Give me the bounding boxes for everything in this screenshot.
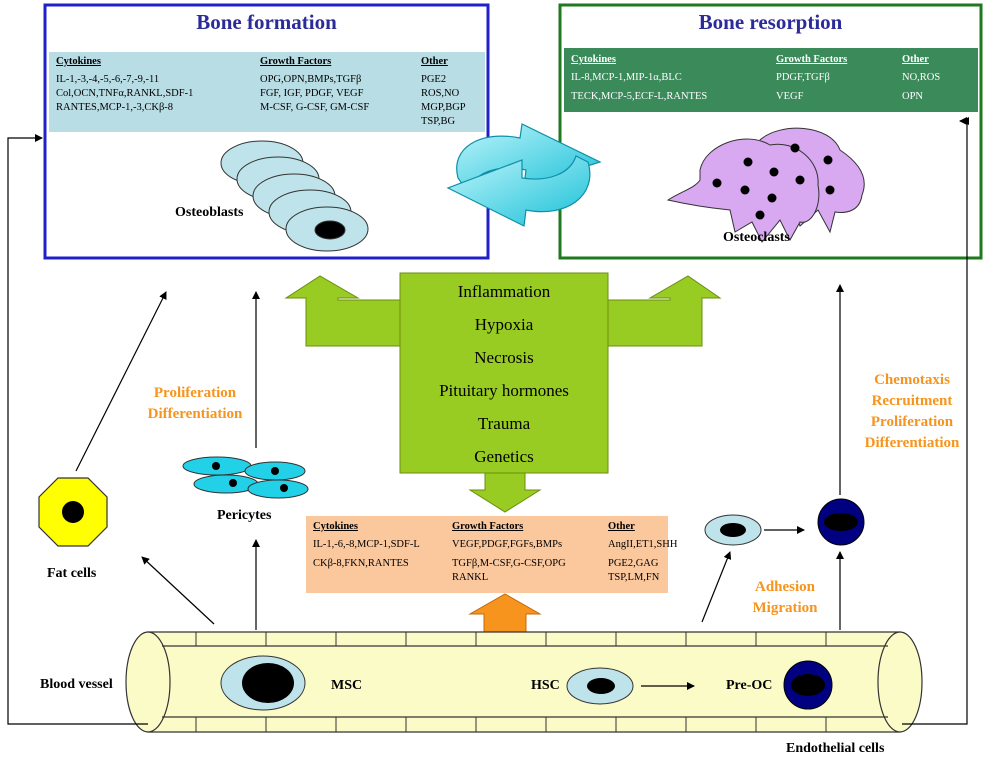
column-item: TSP,LM,FN <box>608 572 660 583</box>
formation-growth-factors-column: Growth Factors OPG,OPN,BMPs,TGFβ FGF, IG… <box>260 56 369 115</box>
column-header: Cytokines <box>571 54 616 65</box>
column-header: Growth Factors <box>776 54 848 65</box>
resorption-cytokines-column: Cytokines IL-8,MCP-1,MIP-1α,BLC TECK,MCP… <box>571 54 707 104</box>
process-step: Proliferation <box>153 385 237 401</box>
factor-trauma: Trauma <box>477 414 531 433</box>
flow-arrows <box>7 117 969 725</box>
column-item: Col,OCN,TNFα,RANKL,SDF-1 <box>56 88 194 99</box>
column-item: CKβ-8,FKN,RANTES <box>313 558 409 569</box>
signals-cytokines-column: Cytokines IL-1,-6,-8,MCP-1,SDF-L CKβ-8,F… <box>313 521 420 571</box>
osteoblasts-illustration <box>220 140 369 252</box>
column-header: Other <box>608 521 635 532</box>
process-step: Adhesion <box>754 579 816 595</box>
formation-cytokines-column: Cytokines IL-1,-3,-4,-5,-6,-7,-9,-11 Col… <box>56 56 193 115</box>
column-item: NO,ROS <box>902 72 941 83</box>
column-item: PGE2,GAG <box>608 558 659 569</box>
column-item: IL-1,-6,-8,MCP-1,SDF-L <box>313 539 420 550</box>
pre-oc-label: Pre-OC <box>726 678 773 693</box>
bone-formation-title: Bone formation <box>196 10 337 34</box>
resorption-growth-factors-column: Growth Factors PDGF,TGFβ VEGF <box>776 54 847 104</box>
column-item: FGF, IGF, PDGF, VEGF <box>260 88 364 99</box>
endothelial-cells-label: Endothelial cells <box>786 741 885 756</box>
factor-pituitary-hormones: Pituitary hormones <box>439 381 569 400</box>
column-item: PGE2 <box>421 74 447 85</box>
column-item: TECK,MCP-5,ECF-L,RANTES <box>571 91 708 102</box>
formation-panel <box>49 52 485 132</box>
adhesion-migration-label: Adhesion Migration <box>740 577 830 619</box>
column-item: TSP,BG <box>421 116 456 127</box>
column-header: Other <box>421 56 448 67</box>
column-item: MGP,BGP <box>421 102 466 113</box>
column-item: IL-8,MCP-1,MIP-1α,BLC <box>571 72 682 83</box>
blood-vessel-label: Blood vessel <box>40 677 113 692</box>
column-header: Cytokines <box>313 521 358 532</box>
factor-hypoxia: Hypoxia <box>474 315 534 334</box>
left-process-label: Proliferation Differentiation <box>130 383 260 425</box>
msc-cell <box>220 655 306 711</box>
process-step: Differentiation <box>147 406 243 422</box>
process-step: Recruitment <box>871 393 953 409</box>
oc-precursor-cell <box>817 498 865 546</box>
column-item: VEGF <box>776 91 804 102</box>
cycle-arrows <box>446 123 602 227</box>
osteoclasts-illustration <box>666 127 865 243</box>
hsc-cell <box>566 667 634 705</box>
pericytes-label: Pericytes <box>217 508 272 523</box>
osteoblasts-label: Osteoblasts <box>175 205 244 220</box>
osteoclasts-label: Osteoclasts <box>723 230 790 245</box>
column-item: PDGF,TGFβ <box>776 72 830 83</box>
column-header: Growth Factors <box>260 56 332 67</box>
vessel-signals-box <box>306 516 668 593</box>
bone-resorption-title: Bone resorption <box>698 10 843 34</box>
column-item: AngII,ET1,SHH <box>608 539 678 550</box>
process-step: Proliferation <box>870 414 954 430</box>
column-item: IL-1,-3,-4,-5,-6,-7,-9,-11 <box>56 74 160 85</box>
blood-vessel <box>125 631 923 733</box>
column-header: Cytokines <box>56 56 101 67</box>
column-item: OPN <box>902 91 924 102</box>
formation-other-column: Other PGE2 ROS,NO MGP,BGP TSP,BG <box>421 56 466 129</box>
fat-cells-label: Fat cells <box>47 566 97 581</box>
factor-inflammation: Inflammation <box>457 282 551 301</box>
column-item: RANKL <box>452 572 489 583</box>
process-step: Chemotaxis <box>874 372 950 388</box>
hsc-label: HSC <box>531 678 560 693</box>
resorption-panel <box>564 48 978 112</box>
signals-up-arrow <box>468 593 542 633</box>
column-header: Growth Factors <box>452 521 524 532</box>
column-item: RANTES,MCP-1,-3,CKβ-8 <box>56 102 174 113</box>
signals-other-column: Other AngII,ET1,SHH PGE2,GAG TSP,LM,FN <box>608 521 677 585</box>
factor-necrosis: Necrosis <box>474 348 534 367</box>
process-step: Differentiation <box>864 435 960 451</box>
column-item: OPG,OPN,BMPs,TGFβ <box>260 74 362 85</box>
migrating-hsc-cell <box>704 514 762 546</box>
column-header: Other <box>902 54 929 65</box>
msc-label: MSC <box>331 678 363 693</box>
column-item: TGFβ,M-CSF,G-CSF,OPG <box>452 558 566 569</box>
pre-oc-cell <box>783 660 833 710</box>
column-item: VEGF,PDGF,FGFs,BMPs <box>452 539 563 550</box>
fat-cell <box>38 477 108 547</box>
column-item: ROS,NO <box>421 88 460 99</box>
resorption-other-column: Other NO,ROS OPN <box>902 54 940 104</box>
pericytes-cells <box>182 456 309 499</box>
signals-growth-factors-column: Growth Factors VEGF,PDGF,FGFs,BMPs TGFβ,… <box>452 521 566 585</box>
right-process-label: Chemotaxis Recruitment Proliferation Dif… <box>842 370 982 454</box>
factor-genetics: Genetics <box>474 447 534 466</box>
process-step: Migration <box>752 600 818 616</box>
column-item: M-CSF, G-CSF, GM-CSF <box>260 102 370 113</box>
center-factors-arrow <box>284 272 722 513</box>
